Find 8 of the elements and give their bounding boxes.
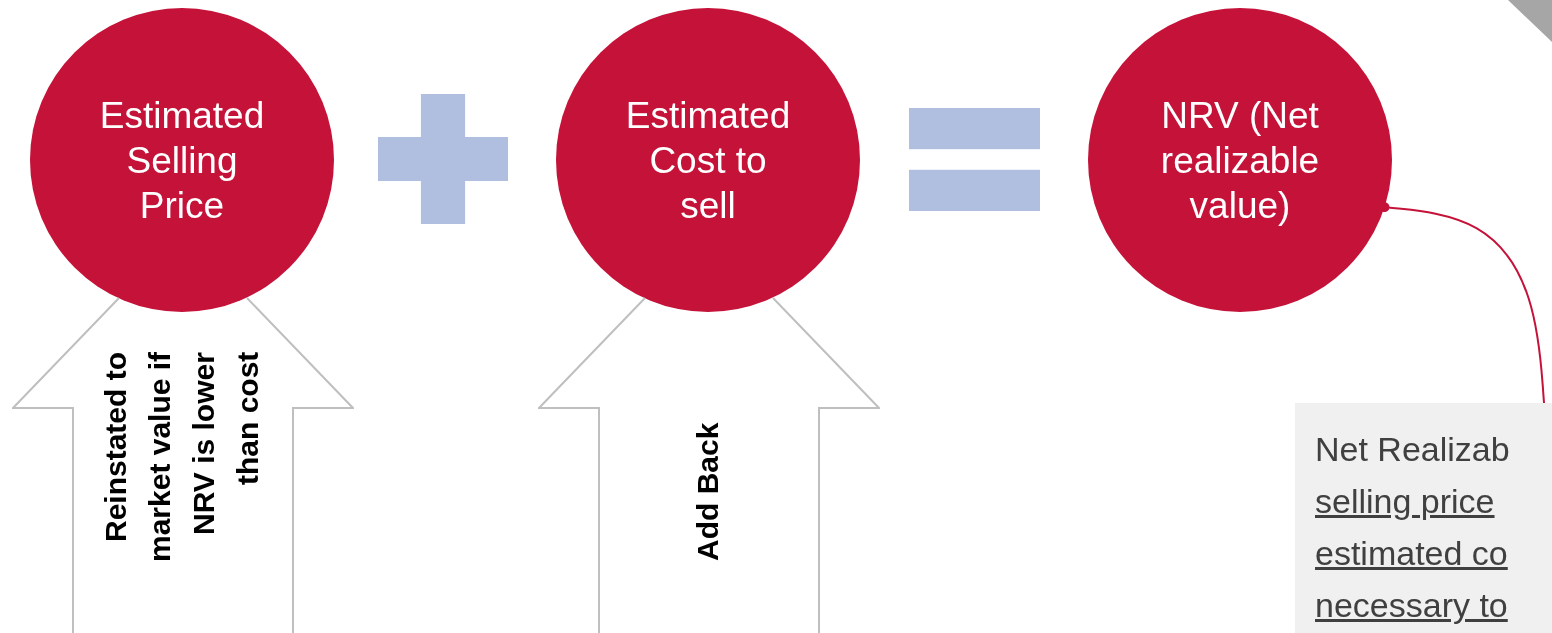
circle-label: Estimated Selling Price (98, 93, 266, 228)
callout-heading: Net Realizab (1315, 429, 1511, 470)
arrow-label: Reinstated to market value if NRV is lower than cost (98, 352, 265, 565)
circle-label: Estimated Cost to sell (624, 93, 792, 228)
callout-box (1295, 403, 1552, 633)
callout-text: selling price estimated co necessary to (1315, 481, 1509, 626)
arrow-label: Add Back (690, 421, 725, 564)
circle-label: NRV (Net realizable value) (1159, 93, 1321, 228)
